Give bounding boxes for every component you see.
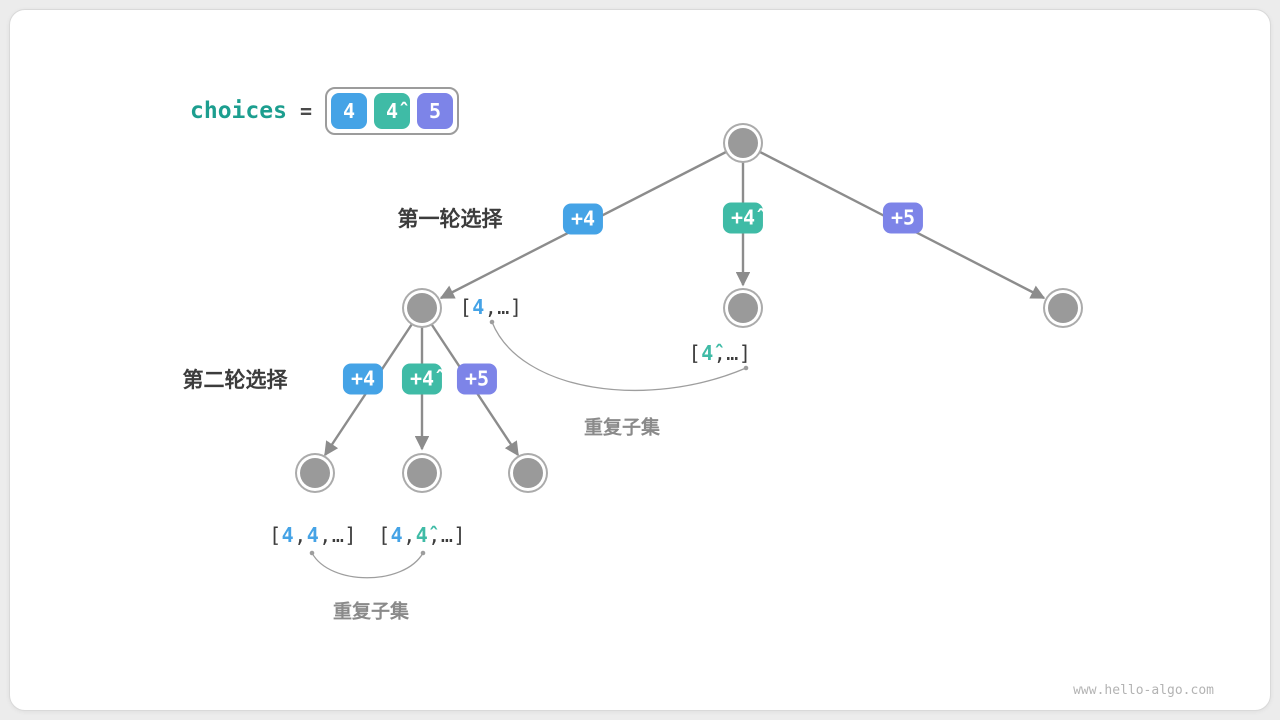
- choices-box: 4 4̂ 5: [324, 87, 459, 135]
- subset-label-4hat: [4̂,…]: [688, 341, 752, 365]
- tree-node-l3-right: [513, 458, 543, 488]
- watermark-url: www.hello-algo.com: [1073, 683, 1214, 698]
- choices-label: choices: [190, 98, 287, 124]
- edge-badge-plus5-l1: +5: [882, 202, 924, 234]
- edge-badge-plus4-l1: +4: [562, 203, 604, 235]
- subset-label-4-4: [4,4,…]: [269, 523, 357, 547]
- choice-chip-4: 4: [330, 93, 367, 129]
- tree-node-l3-middle: [407, 458, 437, 488]
- round2-label: 第二轮选择: [182, 368, 288, 392]
- duplicate-subset-label-1: 重复子集: [583, 416, 661, 439]
- equals-sign: =: [299, 99, 312, 123]
- duplicate-subset-label-2: 重复子集: [332, 600, 410, 623]
- tree-node-l2-left: [407, 293, 437, 323]
- edge-badge-plus4-l2: +4: [342, 363, 384, 395]
- tree-node-l2-middle: [728, 293, 758, 323]
- edge-badge-plus5-l2: +5: [456, 363, 498, 395]
- tree-node-l3-left: [300, 458, 330, 488]
- choice-chip-5: 5: [416, 93, 453, 129]
- choice-chip-4hat: 4̂: [373, 93, 410, 129]
- subset-label-4-4hat: [4,4̂,…]: [378, 523, 466, 547]
- edge-badge-plus4hat-l2: +4̂: [401, 363, 443, 395]
- choices-header: choices = 4 4̂ 5: [190, 87, 459, 135]
- subset-label-4: [4,…]: [459, 295, 523, 319]
- tree-node-root: [728, 128, 758, 158]
- round1-label: 第一轮选择: [397, 207, 503, 231]
- tree-node-l2-right: [1048, 293, 1078, 323]
- edge-badge-plus4hat-l1: +4̂: [722, 202, 764, 234]
